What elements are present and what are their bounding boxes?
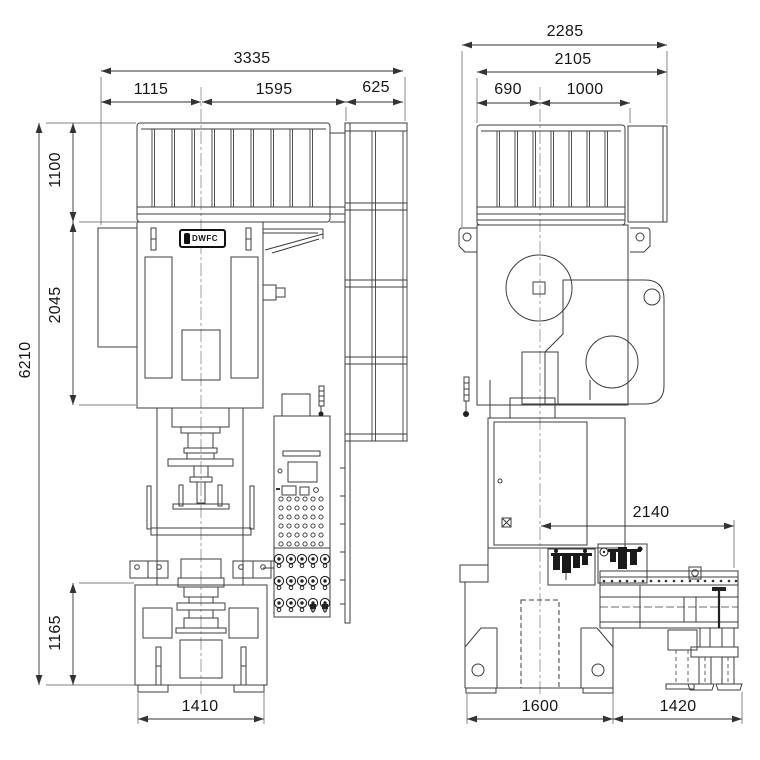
dim-side-conveyor-reach: 2140	[632, 504, 670, 521]
dim-front-base-width: 1410	[181, 698, 219, 715]
press-crown	[136, 221, 286, 409]
dim-front-base-height: 1165	[47, 615, 64, 651]
dim-front-railing-height: 1100	[47, 152, 64, 188]
access-door	[493, 421, 588, 546]
mounting-lugs	[458, 227, 651, 253]
extension-lines	[46, 51, 743, 724]
dim-side-base-depth: 1600	[521, 698, 559, 715]
dim-side-rear-depth: 1000	[566, 81, 604, 98]
walkway	[330, 132, 345, 223]
dim-side-front-depth: 690	[494, 81, 522, 98]
side-view	[458, 87, 743, 697]
flywheel	[505, 254, 573, 322]
dim-front-ladder-width: 625	[362, 79, 390, 96]
die-space	[129, 407, 272, 634]
pedestal-screen	[287, 461, 318, 483]
dim-side-overall-depth: 2285	[546, 23, 584, 40]
dim-side-conveyor-span: 1420	[659, 698, 697, 715]
pneumatic-units	[547, 543, 648, 586]
dim-front-upper-height: 2045	[47, 286, 64, 324]
dim-front-center-width: 1595	[255, 81, 293, 98]
control-pedestal	[263, 393, 331, 618]
knob-grid	[273, 553, 331, 613]
conveyor	[599, 566, 743, 691]
ladder-cage	[340, 122, 408, 624]
front-view	[97, 87, 408, 697]
brand-badge: DWFC	[179, 229, 226, 248]
press-base	[134, 584, 268, 693]
side-base	[464, 581, 614, 694]
motor-bracket	[544, 279, 665, 405]
dim-front-overall-width: 3335	[233, 50, 271, 67]
press-column	[459, 417, 626, 583]
button-grid	[278, 496, 324, 547]
conveyor-rollers	[602, 579, 738, 583]
front-railing	[136, 122, 331, 223]
gusset-brace	[263, 228, 324, 254]
side-cabinet	[97, 227, 138, 348]
dimension-lines	[35, 41, 743, 724]
brand-logo-text: DWFC	[192, 234, 218, 243]
sensor-rod-front	[318, 385, 325, 417]
motor-pulley	[585, 335, 639, 389]
dim-side-body-depth: 2105	[554, 51, 592, 68]
sensor-rod-side	[463, 376, 470, 417]
dim-front-total-height: 6210	[17, 341, 34, 379]
side-railing	[476, 124, 626, 226]
rear-panel	[627, 125, 668, 223]
dim-front-left-width: 1115	[133, 81, 169, 98]
crank-housing	[476, 224, 665, 419]
brand-logo-icon	[184, 233, 190, 244]
